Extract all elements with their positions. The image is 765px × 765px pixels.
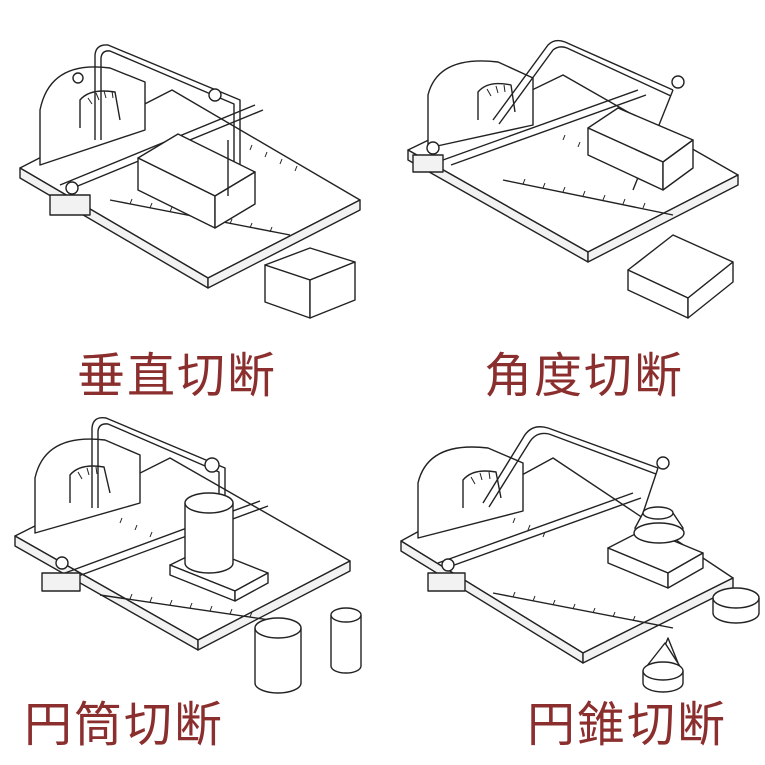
caption-cylinder-cut: 円筒切断	[24, 697, 225, 753]
angle-fence	[39, 66, 146, 166]
cut-result-block	[264, 247, 356, 319]
caption-cone-cut: 円錐切断	[527, 697, 728, 753]
clamp-block	[412, 141, 444, 173]
turntable	[607, 528, 704, 589]
foam-cone	[633, 506, 685, 544]
wire-arm	[91, 417, 226, 538]
angle-cut-illustration	[407, 39, 739, 319]
guide-rail	[437, 492, 674, 629]
cut-result-cylinder-large	[254, 617, 302, 694]
cone-cut-illustration	[400, 426, 760, 693]
clamp-block	[49, 181, 91, 216]
panel-cone-cut: 円錐切断	[383, 383, 765, 765]
foam-block	[137, 133, 256, 229]
caption-vertical-cut: 垂直切断	[77, 348, 278, 404]
wire-arm	[482, 426, 670, 544]
angle-fence	[417, 446, 524, 539]
wire-arm	[72, 44, 241, 165]
foam-wedge	[587, 107, 694, 191]
cut-result-cone	[642, 637, 684, 693]
cut-result-cylinder-small	[330, 607, 362, 674]
caption-angle-cut: 角度切断	[484, 348, 685, 404]
panel-cylinder-cut: 円筒切断	[0, 383, 382, 765]
panel-angle-cut: 角度切断	[383, 0, 765, 400]
cylinder-cut-illustration	[14, 417, 362, 694]
guide-rail	[442, 89, 674, 216]
cut-result-wedge	[627, 234, 734, 319]
cut-result-ring	[712, 587, 760, 624]
angle-fence	[34, 438, 141, 534]
clamp-block	[41, 556, 81, 592]
vertical-cut-illustration	[19, 44, 361, 319]
panel-vertical-cut: 垂直切断	[0, 0, 382, 400]
angle-fence	[427, 60, 534, 149]
clamp-block	[427, 558, 466, 592]
foam-cylinder	[184, 492, 234, 574]
